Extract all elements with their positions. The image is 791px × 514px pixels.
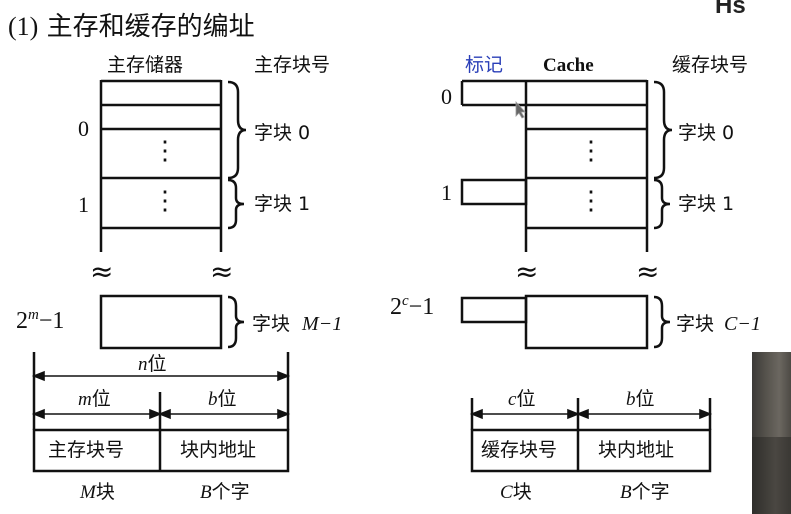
corner-text: Hs (715, 0, 746, 19)
mm-block-no-header: 主存块号 (254, 54, 331, 76)
cache-brace-0 (653, 80, 673, 180)
cache-brace-last (653, 295, 671, 349)
mm-break-right: ≈ (210, 255, 234, 288)
mm-arrowhead (31, 408, 45, 420)
cache-break-left: ≈ (515, 255, 539, 288)
cache-vertical-dots: ⋮ (578, 186, 604, 215)
cache-last-block (524, 294, 649, 350)
cache-block-0-label: 字块 0 (678, 122, 735, 144)
mm-m-bits: m位 (78, 388, 111, 410)
mm-brace-last (227, 295, 245, 349)
cache-tag-last (460, 296, 528, 324)
mm-field-block-no: 主存块号 (48, 439, 125, 461)
mm-row-label-1: 1 (78, 192, 89, 217)
cache-arrowhead (469, 408, 483, 420)
cache-caption-blocks: C块 (500, 481, 532, 503)
cache-brace-1 (653, 178, 671, 230)
mm-arrowhead (277, 370, 291, 382)
mm-arrowhead (31, 370, 45, 382)
mm-brace-0 (227, 80, 247, 180)
mm-header: 主存储器 (107, 54, 184, 76)
cache-field-offset: 块内地址 (598, 439, 675, 461)
mm-vertical-dots: ⋮ (152, 186, 178, 215)
page-title: (1) 主存和缓存的编址 (8, 12, 255, 42)
cache-field-block-no: 缓存块号 (481, 439, 558, 461)
mm-block-last-label: 字块 M−1 (252, 313, 343, 335)
mm-n-bits: n位 (138, 353, 167, 375)
mm-row-label-0: 0 (78, 116, 89, 141)
cache-block-1-label: 字块 1 (678, 193, 735, 215)
mm-field-offset: 块内地址 (180, 439, 257, 461)
mm-brace-1 (227, 178, 245, 230)
cache-last-label: 2c−1 (390, 293, 435, 320)
mm-vertical-dots: ⋮ (152, 136, 178, 165)
mm-arrowhead (277, 408, 291, 420)
mm-last-block (99, 294, 223, 350)
mm-caption-words: B个字 (200, 481, 250, 503)
cache-addr-box (470, 428, 712, 473)
cache-tag-header: 标记 (465, 54, 504, 76)
mm-caption-blocks: M块 (80, 481, 115, 503)
mm-break-left: ≈ (90, 255, 114, 288)
video-thumbnail-edge (752, 352, 791, 514)
cache-vertical-dots: ⋮ (578, 136, 604, 165)
cache-arrowhead (575, 408, 589, 420)
mm-arrowhead (149, 408, 163, 420)
cache-c-bits: c位 (508, 388, 536, 410)
cache-header: Cache (543, 55, 594, 76)
mm-last-label: 2m−1 (16, 307, 65, 334)
mm-block-1-label: 字块 1 (254, 193, 311, 215)
mm-b-bits: b位 (208, 388, 237, 410)
cache-caption-words: B个字 (620, 481, 670, 503)
cache-tag-1 (460, 178, 528, 206)
mm-arrowhead (157, 408, 171, 420)
cache-arrowhead (699, 408, 713, 420)
cache-break-right: ≈ (636, 255, 660, 288)
cache-row-label-1: 1 (441, 180, 452, 205)
cache-row-label-0: 0 (441, 84, 452, 109)
mm-block-0-label: 字块 0 (254, 122, 311, 144)
cache-block-last-label: 字块 C−1 (676, 313, 761, 335)
mouse-cursor-icon (515, 100, 526, 119)
cache-b-bits: b位 (626, 388, 655, 410)
cache-block-no-header: 缓存块号 (672, 54, 749, 76)
cache-arrowhead (567, 408, 581, 420)
